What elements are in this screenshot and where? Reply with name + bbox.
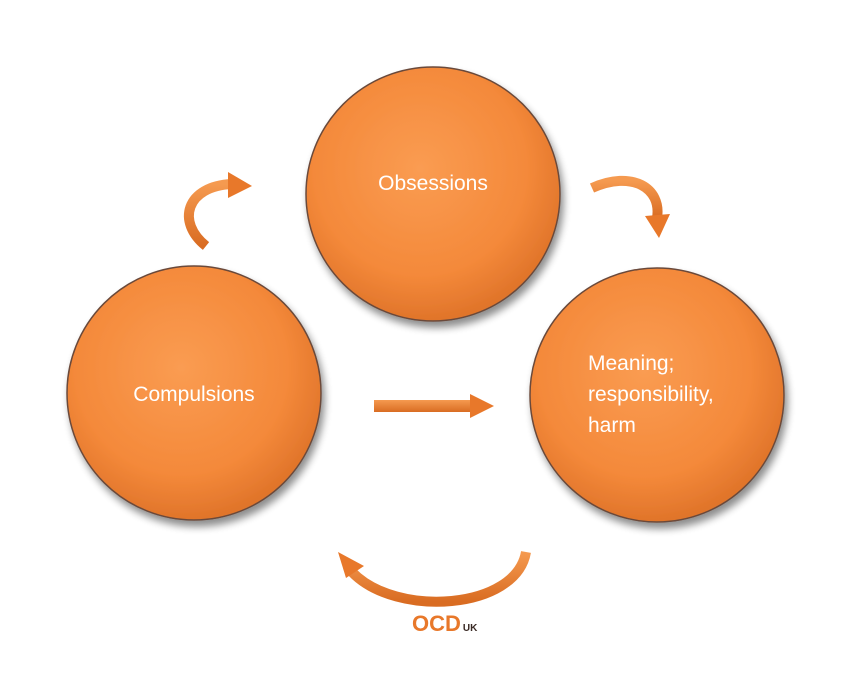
logo-suffix-text: UK	[463, 623, 478, 634]
curved-arrow-compulsions-to-obsessions	[184, 172, 252, 250]
node-meaning: Meaning; responsibility, harm	[529, 267, 785, 523]
curved-arrow-obsessions-to-meaning	[589, 175, 670, 238]
node-compulsions: Compulsions	[66, 265, 322, 521]
obsessions-label: Obsessions	[378, 172, 488, 195]
meaning-label-line-2: responsibility,	[588, 383, 714, 406]
compulsions-label: Compulsions	[133, 383, 254, 406]
straight-arrow	[374, 394, 494, 418]
meaning-label-line-1: Meaning;	[588, 352, 674, 375]
node-obsessions: Obsessions	[305, 66, 561, 322]
logo-main-text: OCD	[412, 611, 461, 636]
meaning-label-line-3: harm	[588, 414, 636, 437]
svg-text:Compulsions: Compulsions	[133, 383, 254, 406]
svg-text:Meaning; responsibility,: Meaning; responsibility, harm	[588, 352, 720, 437]
curved-arrow-meaning-to-compulsions	[338, 550, 531, 607]
svg-text:Obsessions: Obsessions	[378, 172, 488, 195]
